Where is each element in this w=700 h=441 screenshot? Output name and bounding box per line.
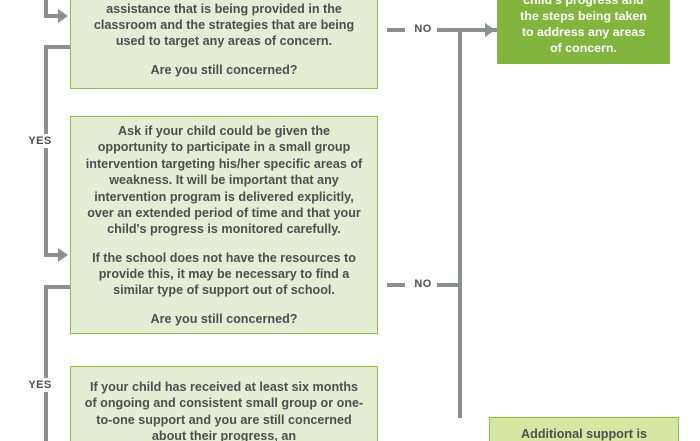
connector-yes-top-spine <box>44 45 48 255</box>
box-satisfied-line5: of concern. <box>550 40 617 55</box>
box-teacher-assistance-line3: classroom and the strategies that are be… <box>93 17 355 32</box>
box-additional-support: Additional support is <box>489 417 679 441</box>
box-six-months-para1: If your child has received at least six … <box>84 380 364 441</box>
arrow-into-teacher-box <box>58 9 68 23</box>
connector-yes-top-into-box2 <box>44 253 60 257</box>
edge-label-no-top: NO <box>405 22 441 36</box>
box-satisfied: I am satisfied with my child's progress … <box>497 0 670 64</box>
arrow-into-satisfied-box <box>485 23 495 37</box>
box-teacher-assistance-line4: used to target any areas of concern. <box>115 34 333 49</box>
box-small-group-intervention: Ask if your child could be given the opp… <box>70 116 378 334</box>
box-small-group-para2: If the school does not have the resource… <box>92 250 356 298</box>
connector-yes-top-vertical-stub <box>44 0 48 18</box>
edge-label-yes-bottom: YES <box>16 378 64 392</box>
connector-no-top-stub <box>387 28 405 32</box>
connector-no-middle-stub <box>387 283 405 287</box>
box-small-group-para1: Ask if your child could be given the opp… <box>85 124 363 237</box>
connector-no-top-to-junction <box>437 28 497 32</box>
box-teacher-assistance-question: Are you still concerned? <box>150 62 298 77</box>
connector-yes-bottom-spine <box>44 285 48 441</box>
connector-no-vertical-trunk <box>458 28 462 418</box>
edge-label-no-middle: NO <box>405 277 441 291</box>
connector-yes-bottom-exit-horizontal <box>44 285 72 289</box>
box-satisfied-line3: the steps being taken <box>520 8 647 23</box>
box-additional-support-line1: Additional support is <box>521 427 647 441</box>
connector-yes-top-horizontal <box>44 14 60 18</box>
connector-no-middle-to-trunk <box>437 283 461 287</box>
arrow-into-small-group-box <box>58 248 68 262</box>
connector-yes-top-exit-horizontal <box>44 45 72 49</box>
box-small-group-question: Are you still concerned? <box>150 311 298 326</box>
box-teacher-assistance: Ask the teacher to outline the type of a… <box>70 0 378 89</box>
box-six-months: If your child has received at least six … <box>70 366 378 441</box>
box-teacher-assistance-line2: assistance that is being provided in the <box>106 1 342 16</box>
box-satisfied-line4: to address any areas <box>521 24 646 39</box>
box-satisfied-line2: child's progress and <box>523 0 644 8</box>
edge-label-yes-top: YES <box>16 134 64 148</box>
